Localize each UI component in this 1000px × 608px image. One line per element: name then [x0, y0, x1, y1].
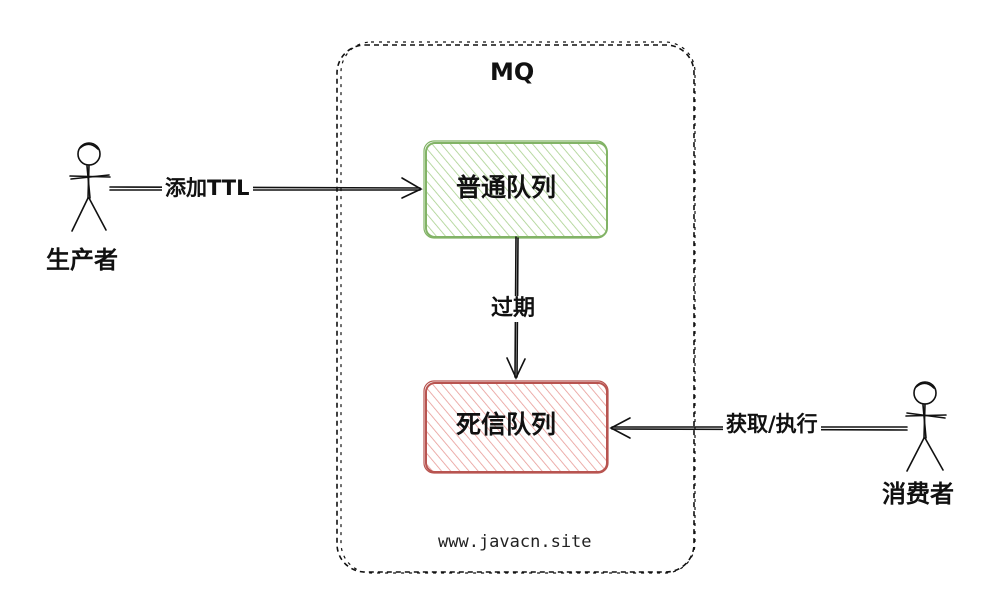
- edge-add-ttl: [109, 177, 423, 199]
- producer-label: 生产者: [46, 246, 118, 274]
- edge-add-ttl-label: 添加TTL: [162, 176, 253, 201]
- producer-figure: [69, 142, 111, 232]
- consumer-figure: [905, 381, 947, 472]
- dead-letter-queue-node: [423, 380, 609, 474]
- consumer-label: 消费者: [882, 480, 954, 508]
- edge-expire-label: 过期: [488, 296, 539, 322]
- mq-container: [336, 41, 696, 574]
- container-title: MQ: [490, 58, 535, 86]
- dead-letter-queue-label: 死信队列: [456, 410, 557, 439]
- edge-fetch-execute-label: 获取/执行: [723, 412, 821, 437]
- normal-queue-label: 普通队列: [456, 173, 557, 202]
- watermark-text: www.javacn.site: [438, 532, 592, 552]
